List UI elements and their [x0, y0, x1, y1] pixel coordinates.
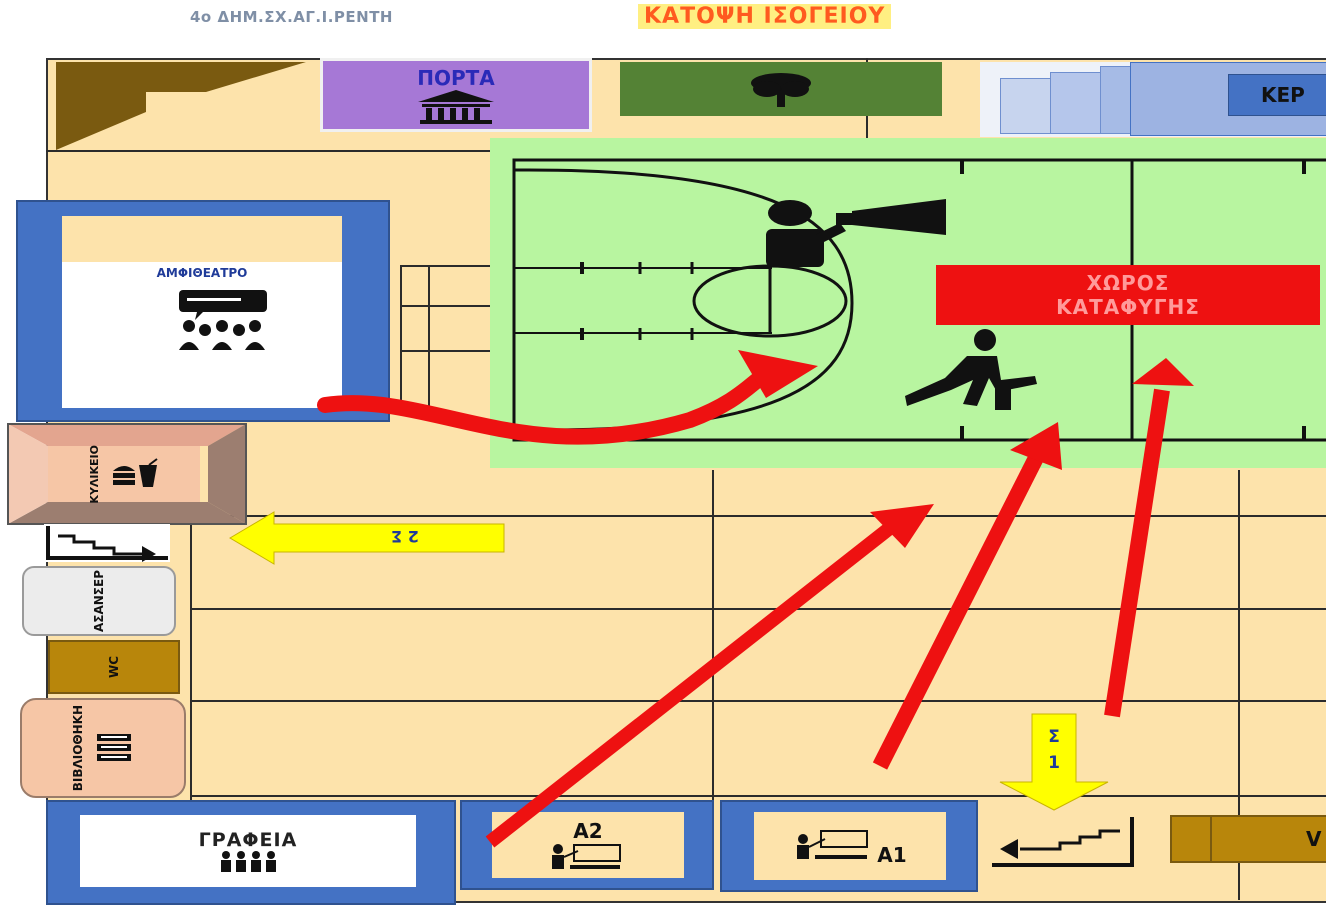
shelter-label: ΧΩΡΟΣ ΚΑΤΑΦΥΓΗΣ — [936, 265, 1320, 325]
school-name: 4ο ΔΗΜ.ΣΧ.ΑΓ.Ι.ΡΕΝΤΗ — [190, 8, 393, 26]
canteen-frame — [7, 423, 247, 525]
canteen-room[interactable]: ΚΥΛΙΚΕΙΟ — [48, 445, 200, 503]
wall-line — [400, 305, 495, 307]
gate-label: ΠΟΡΤΑ — [417, 66, 495, 90]
megaphone-person-icon — [766, 199, 946, 267]
wall-line — [46, 150, 496, 152]
partial-room-bottom-right-label: V — [1306, 827, 1322, 851]
stair-direction-arrow-down — [999, 713, 1109, 811]
offices-area: ΓΡΑΦΕΙΑ — [80, 815, 416, 887]
partial-room-top-right[interactable]: ΚΕΡ — [1228, 74, 1326, 116]
classroom-a2-label: Α2 — [573, 819, 603, 843]
books-icon — [97, 734, 131, 761]
stair-sign-bottom-line2: 1 — [1048, 753, 1060, 773]
wall-line — [400, 350, 495, 352]
elevator-room[interactable]: ΑΣΑΝΣΕΡ — [22, 566, 176, 636]
building-icon — [418, 90, 494, 124]
stair-sign-bottom: Σ 1 — [1032, 722, 1076, 778]
stairs-icon — [46, 526, 168, 562]
amphitheater-stage — [62, 216, 342, 262]
stair-direction-arrow-left — [229, 511, 505, 565]
wall-line — [712, 470, 714, 800]
shelter-label-line2: ΚΑΤΑΦΥΓΗΣ — [1056, 295, 1200, 319]
amphitheater-label: ΑΜΦΙΘΕΑΤΡΟ — [156, 266, 248, 280]
plan-title: ΚΑΤΟΨΗ ΙΣΟΓΕΙΟΥ — [638, 4, 892, 29]
offices-label: ΓΡΑΦΕΙΑ — [198, 829, 298, 851]
walking-person-icon — [905, 329, 1037, 410]
library-room[interactable]: ΒΙΒΛΙΟΘΗΚΗ — [20, 698, 186, 798]
wall-line — [190, 608, 1326, 610]
stairs-left — [44, 524, 170, 562]
amphitheater-area: ΑΜΦΙΘΕΑΤΡΟ — [62, 262, 342, 408]
wall-line — [400, 265, 402, 415]
wall-line — [428, 265, 430, 415]
people-icon — [221, 851, 276, 872]
wall-line — [190, 515, 1326, 517]
teacher-class-icon — [797, 830, 869, 859]
room-divider — [1210, 817, 1212, 861]
partial-room-bottom-right[interactable]: V — [1170, 815, 1326, 863]
shelter-label-line1: ΧΩΡΟΣ — [1086, 271, 1170, 295]
wc-room[interactable]: WC — [48, 640, 180, 694]
partial-room-label: ΚΕΡ — [1261, 83, 1305, 107]
classroom-a1-label: Α1 — [877, 843, 907, 867]
entrance-ramp — [56, 62, 306, 150]
tree-icon — [751, 73, 811, 107]
wall-line — [190, 795, 1326, 797]
wall-line — [190, 700, 1326, 702]
stair-sign-bottom-line1: Σ — [1048, 727, 1060, 747]
wall-line — [1238, 470, 1240, 900]
presentation-audience-icon — [179, 290, 267, 350]
teacher-class-icon — [552, 844, 621, 869]
wall-line — [400, 265, 495, 267]
wall-line — [190, 470, 192, 805]
stairs-icon — [992, 817, 1134, 867]
gate-room[interactable]: ΠΟΡΤΑ — [320, 58, 592, 132]
garden-area — [620, 62, 942, 116]
classroom-a1-area: Α1 — [754, 812, 946, 880]
food-icon — [112, 458, 158, 487]
